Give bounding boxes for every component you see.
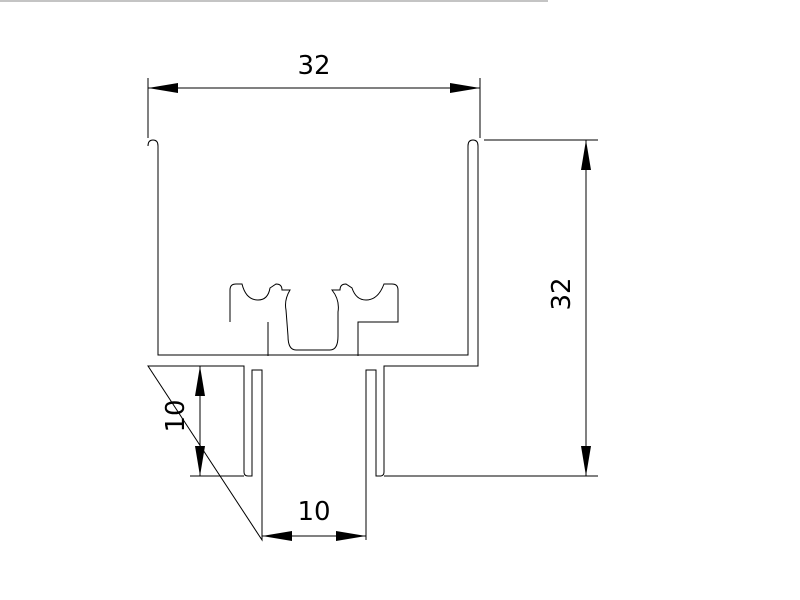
- dimension-label-stem-width: 10: [297, 497, 330, 527]
- dimension-label-overall-width: 32: [297, 51, 330, 81]
- dimension-stem-height: [190, 365, 244, 477]
- dimension-label-stem-height: 10: [161, 399, 191, 432]
- dimension-overall-width: [147, 78, 481, 138]
- dimension-label-overall-height: 32: [547, 277, 577, 310]
- dimension-overall-height: [384, 139, 598, 477]
- profile-outer-contour: [147, 139, 479, 542]
- profile-inner-slot: [229, 283, 399, 356]
- profile-outline: [147, 139, 479, 542]
